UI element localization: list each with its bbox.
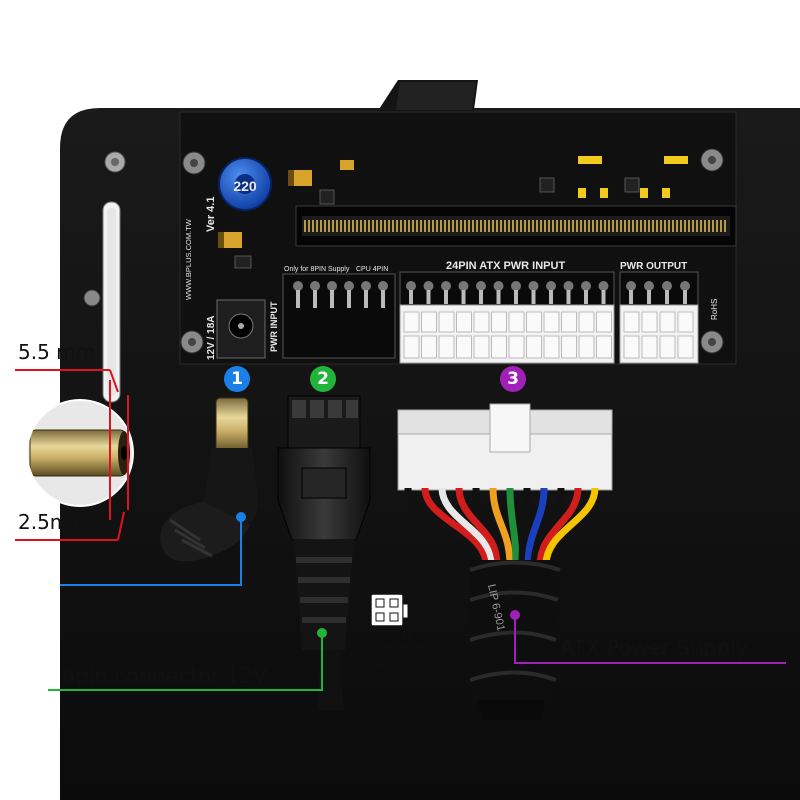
callout-atx: ATX Power Supply (560, 636, 749, 660)
board-label-output: PWR OUTPUT (620, 261, 687, 272)
board-version: Ver 4.1 (205, 197, 217, 232)
capacitor (340, 160, 354, 170)
pin-label-p1: P1 (362, 576, 372, 585)
pin-label-p2: P2 (353, 589, 363, 598)
fuse (578, 156, 602, 164)
board-label-atx: 24PIN ATX PWR INPUT (446, 260, 565, 272)
fuse (662, 188, 670, 198)
inductor-value: 220 (233, 178, 257, 194)
pin-label-p6: P6 (410, 589, 420, 598)
ic-chip (234, 255, 252, 269)
board-label-supply: Only for 8PIN Supply (284, 266, 350, 273)
ic-chip (319, 189, 335, 205)
fuse (578, 188, 586, 198)
atx-socket-cells (403, 281, 612, 359)
callout-dc-jack: DC JACK 12V (58, 560, 192, 584)
board-label-pwr-input: PWR INPUT (269, 301, 279, 352)
output-socket-cells (623, 281, 694, 359)
dimension-lines (15, 369, 129, 541)
zoom-detail (26, 399, 134, 507)
eight-pin-header-pins (293, 281, 388, 308)
dimension-inner: 2.5mm (18, 510, 89, 534)
pcb-screws (180, 148, 724, 354)
barrel-socket (216, 299, 266, 359)
callout-eight-pin: 8pin connector 12V (62, 664, 268, 688)
plate-screw (83, 289, 101, 307)
ic-chip (624, 177, 640, 193)
pin-label-p8: P8 (402, 632, 412, 641)
badge-dc-jack: 1 (224, 366, 250, 392)
board-website: WWW.BPLUS.COM.TW (184, 218, 193, 300)
board-rohs: RoHS (710, 299, 719, 320)
pin-note-2: P5=Vo (REMOTE) (356, 652, 422, 661)
board-rating: 12V / 18A (206, 316, 217, 360)
dimension-outer: 5.5 mm (18, 340, 96, 364)
pin-label-p3: P3 (353, 620, 363, 629)
badge-eight-pin: 2 (310, 366, 336, 392)
callout-lines (48, 512, 786, 691)
badge-atx: 3 (500, 366, 526, 392)
pin-note-4: P6,7,8=GND (356, 670, 402, 679)
board-label-cpu: CPU 4PIN (356, 266, 388, 273)
ic-chip (539, 177, 555, 193)
pcie-slot-pins (304, 220, 726, 232)
fuse (640, 188, 648, 198)
pin-label-p4: P4 (362, 632, 372, 641)
pinout-diagram (370, 593, 409, 627)
pin-note-1: P1=Vo (RESERVED) (356, 643, 432, 652)
fuse (600, 188, 608, 198)
pin-label-p7: P7 (412, 620, 422, 629)
eight-pin-plug (277, 395, 371, 710)
pin-note-3: P2,3,4=Vo (356, 661, 394, 670)
pin-label-p5: P5 (402, 576, 412, 585)
fuse (664, 156, 688, 164)
